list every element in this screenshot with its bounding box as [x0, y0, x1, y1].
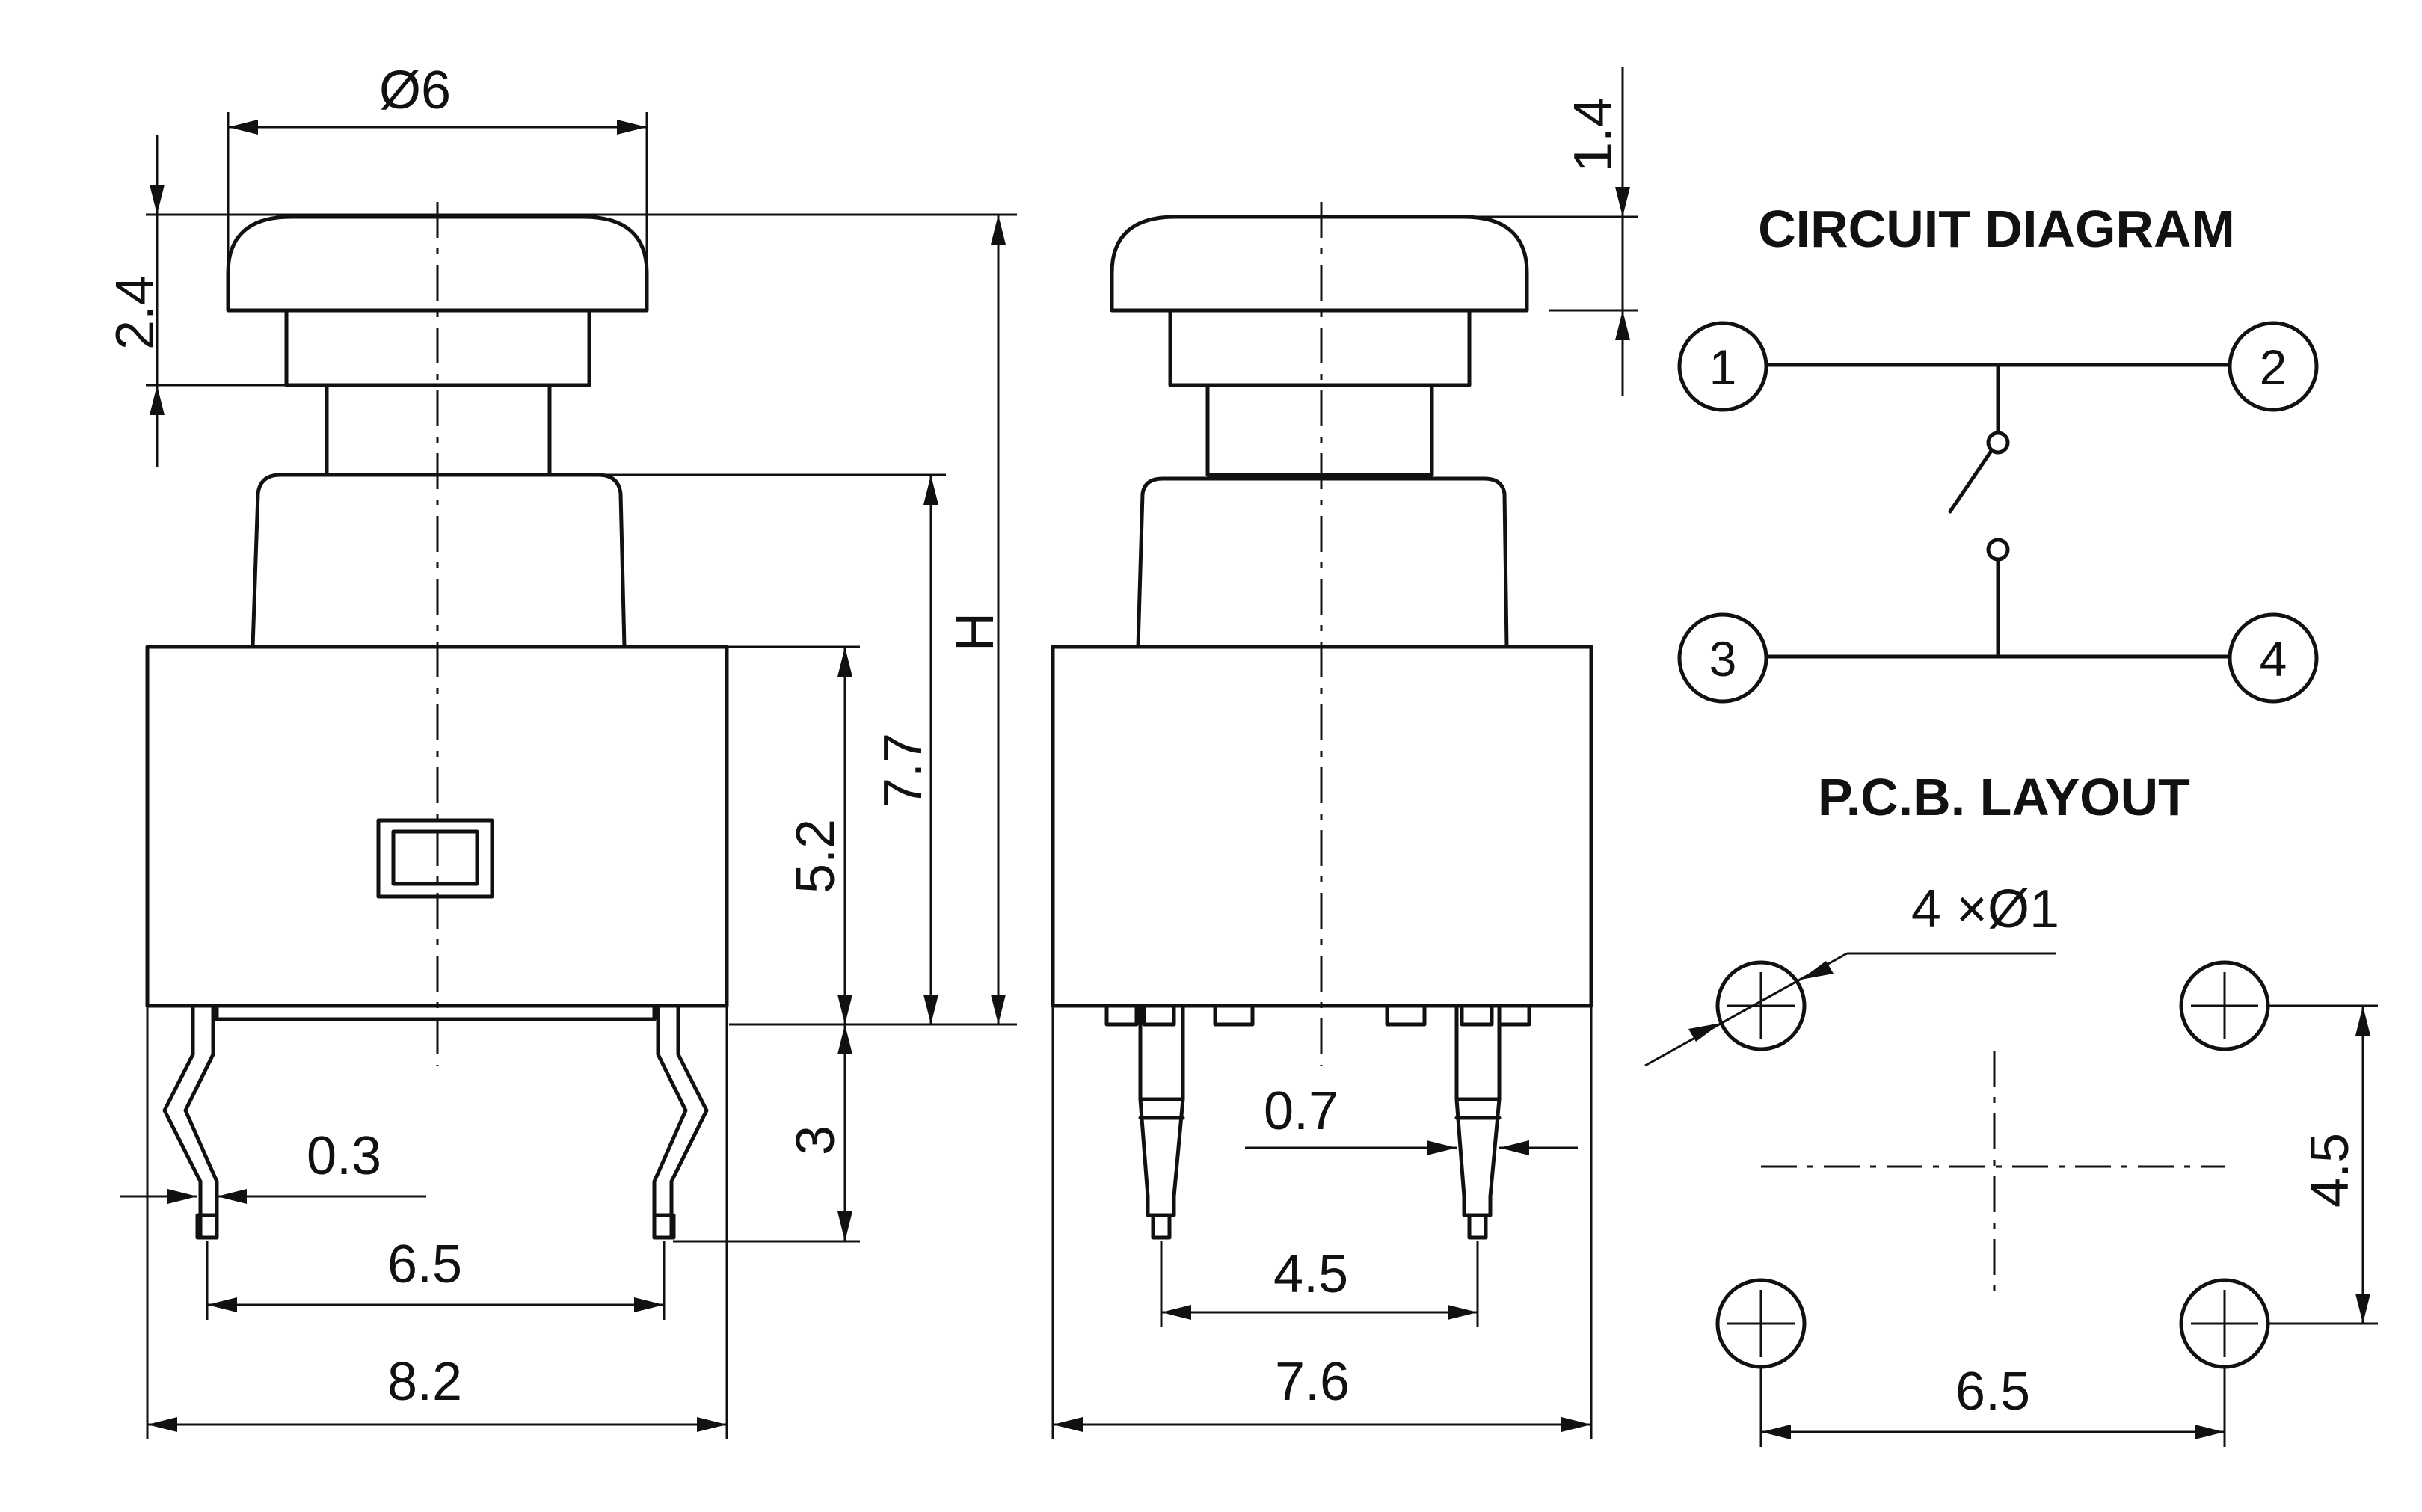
arrow: [991, 995, 1006, 1024]
side-housing-top: [1136, 476, 1509, 649]
arrow: [923, 475, 938, 505]
front-left-pin: [162, 1004, 219, 1240]
dim-pcb-horizontal-spacing: 6.5: [1955, 1362, 2030, 1422]
side-base-tab: [1497, 1004, 1531, 1027]
arrow: [837, 647, 852, 677]
dim-pin-pitch-front: 6.5: [387, 1235, 462, 1294]
switch-contact-bottom: [1986, 538, 2010, 562]
dim-pcb-vertical-spacing: 4.5: [2300, 1133, 2360, 1208]
pin-4-label: 4: [2260, 631, 2287, 686]
arrow: [634, 1297, 664, 1312]
arrow: [1615, 187, 1630, 217]
side-right-pin: [1454, 1004, 1502, 1217]
circuit-diagram-title: CIRCUIT DIAGRAM: [1758, 200, 2235, 258]
circuit-diagram: CIRCUIT DIAGRAM 1 2 3 4: [1677, 200, 2319, 704]
pin-3-circle: [1677, 612, 1768, 704]
arrow: [1427, 1140, 1457, 1155]
pcb-hole-top-right: [2179, 960, 2270, 1051]
arrow: [228, 120, 258, 135]
front-dimensions: Ø6 2.4 H 7.7 5.2 3: [105, 61, 1017, 1439]
side-plunger-stem: [1205, 383, 1434, 477]
arrow: [1688, 1023, 1721, 1042]
arrow: [167, 1189, 197, 1204]
arrow: [1499, 1140, 1529, 1155]
arrow: [991, 215, 1006, 245]
dim-body-height: 5.2: [786, 819, 846, 894]
switch-contact-top: [1986, 431, 2010, 455]
pcb-hole-bottom-right: [2179, 1278, 2270, 1369]
pin-1-label: 1: [1709, 339, 1737, 395]
arrow: [2355, 1294, 2370, 1324]
dim-overall-height: H: [945, 612, 1005, 651]
front-housing-top: [251, 473, 627, 649]
arrow: [217, 1189, 247, 1204]
side-base-tab: [1385, 1004, 1427, 1027]
front-cap: [226, 215, 649, 313]
pin-2-circle: [2228, 321, 2319, 412]
dim-holes: 4 ×Ø1: [1911, 879, 2059, 939]
hole-circle: [1715, 960, 1807, 1051]
dim-body-width-front: 8.2: [387, 1352, 462, 1412]
arrow: [1448, 1305, 1478, 1320]
side-base-tab: [1142, 1004, 1176, 1027]
switch-blade: [1948, 449, 1994, 514]
side-right-pin-tip: [1467, 1213, 1488, 1240]
pin-2-label: 2: [2260, 339, 2287, 395]
arrow: [697, 1417, 727, 1432]
arrow: [2195, 1425, 2225, 1439]
side-base-tab: [1460, 1004, 1494, 1027]
arrow: [1615, 310, 1630, 340]
arrow: [617, 120, 647, 135]
arrow: [147, 1417, 177, 1432]
dim-pin-thickness: 0.3: [307, 1126, 381, 1186]
hole-circle: [2179, 960, 2270, 1051]
arrow: [1161, 1305, 1191, 1320]
side-left-pin-tip: [1151, 1213, 1172, 1240]
arrow: [150, 385, 165, 415]
dim-pin-pitch-side: 4.5: [1273, 1244, 1348, 1304]
pcb-hole-bottom-left: [1715, 1278, 1807, 1369]
side-cap-collar: [1168, 308, 1472, 387]
pin-4-circle: [2228, 612, 2319, 704]
front-right-pin: [652, 1004, 709, 1240]
arrow: [837, 1211, 852, 1241]
dim-pin-width: 0.7: [1264, 1081, 1338, 1141]
arrow: [207, 1297, 237, 1312]
arrow: [1561, 1417, 1591, 1432]
dim-cap-height: 2.4: [105, 275, 165, 350]
arrow: [923, 995, 938, 1024]
front-window-outer: [376, 818, 494, 899]
pcb-layout: P.C.B. LAYOUT 4 ×Ø1: [1644, 768, 2378, 1447]
arrow: [1053, 1417, 1083, 1432]
pin-1-circle: [1677, 321, 1768, 412]
pcb-layout-title: P.C.B. LAYOUT: [1818, 768, 2190, 826]
dim-pin-length: 3: [786, 1125, 846, 1155]
side-base-tab: [1104, 1004, 1139, 1027]
side-base-tab: [1213, 1004, 1255, 1027]
arrow: [1761, 1425, 1791, 1439]
dim-plunger-to-base: 7.7: [873, 733, 933, 808]
arrow: [837, 995, 852, 1024]
arrow: [837, 1024, 852, 1054]
arrow: [2355, 1006, 2370, 1036]
front-body: [145, 645, 729, 1008]
arrow: [150, 185, 165, 215]
dim-body-width-side: 7.6: [1275, 1352, 1350, 1412]
hole-circle: [1715, 1278, 1807, 1369]
front-window-inner: [391, 829, 479, 886]
side-cap: [1110, 215, 1529, 313]
side-dimensions: 1.4 0.7 4.5 7.6: [1051, 67, 1638, 1439]
pcb-hole-top-left: [1715, 960, 1807, 1051]
front-left-pin-tip: [195, 1213, 219, 1240]
pin-3-label: 3: [1709, 631, 1737, 686]
dim-cap-travel: 1.4: [1564, 97, 1623, 172]
front-view: [145, 202, 729, 1240]
dim-cap-diameter: Ø6: [379, 61, 451, 120]
side-body: [1051, 645, 1593, 1008]
front-right-pin-tip: [652, 1213, 676, 1240]
side-left-pin: [1138, 1004, 1185, 1217]
hole-circle: [2179, 1278, 2270, 1369]
arrow: [1801, 961, 1834, 980]
